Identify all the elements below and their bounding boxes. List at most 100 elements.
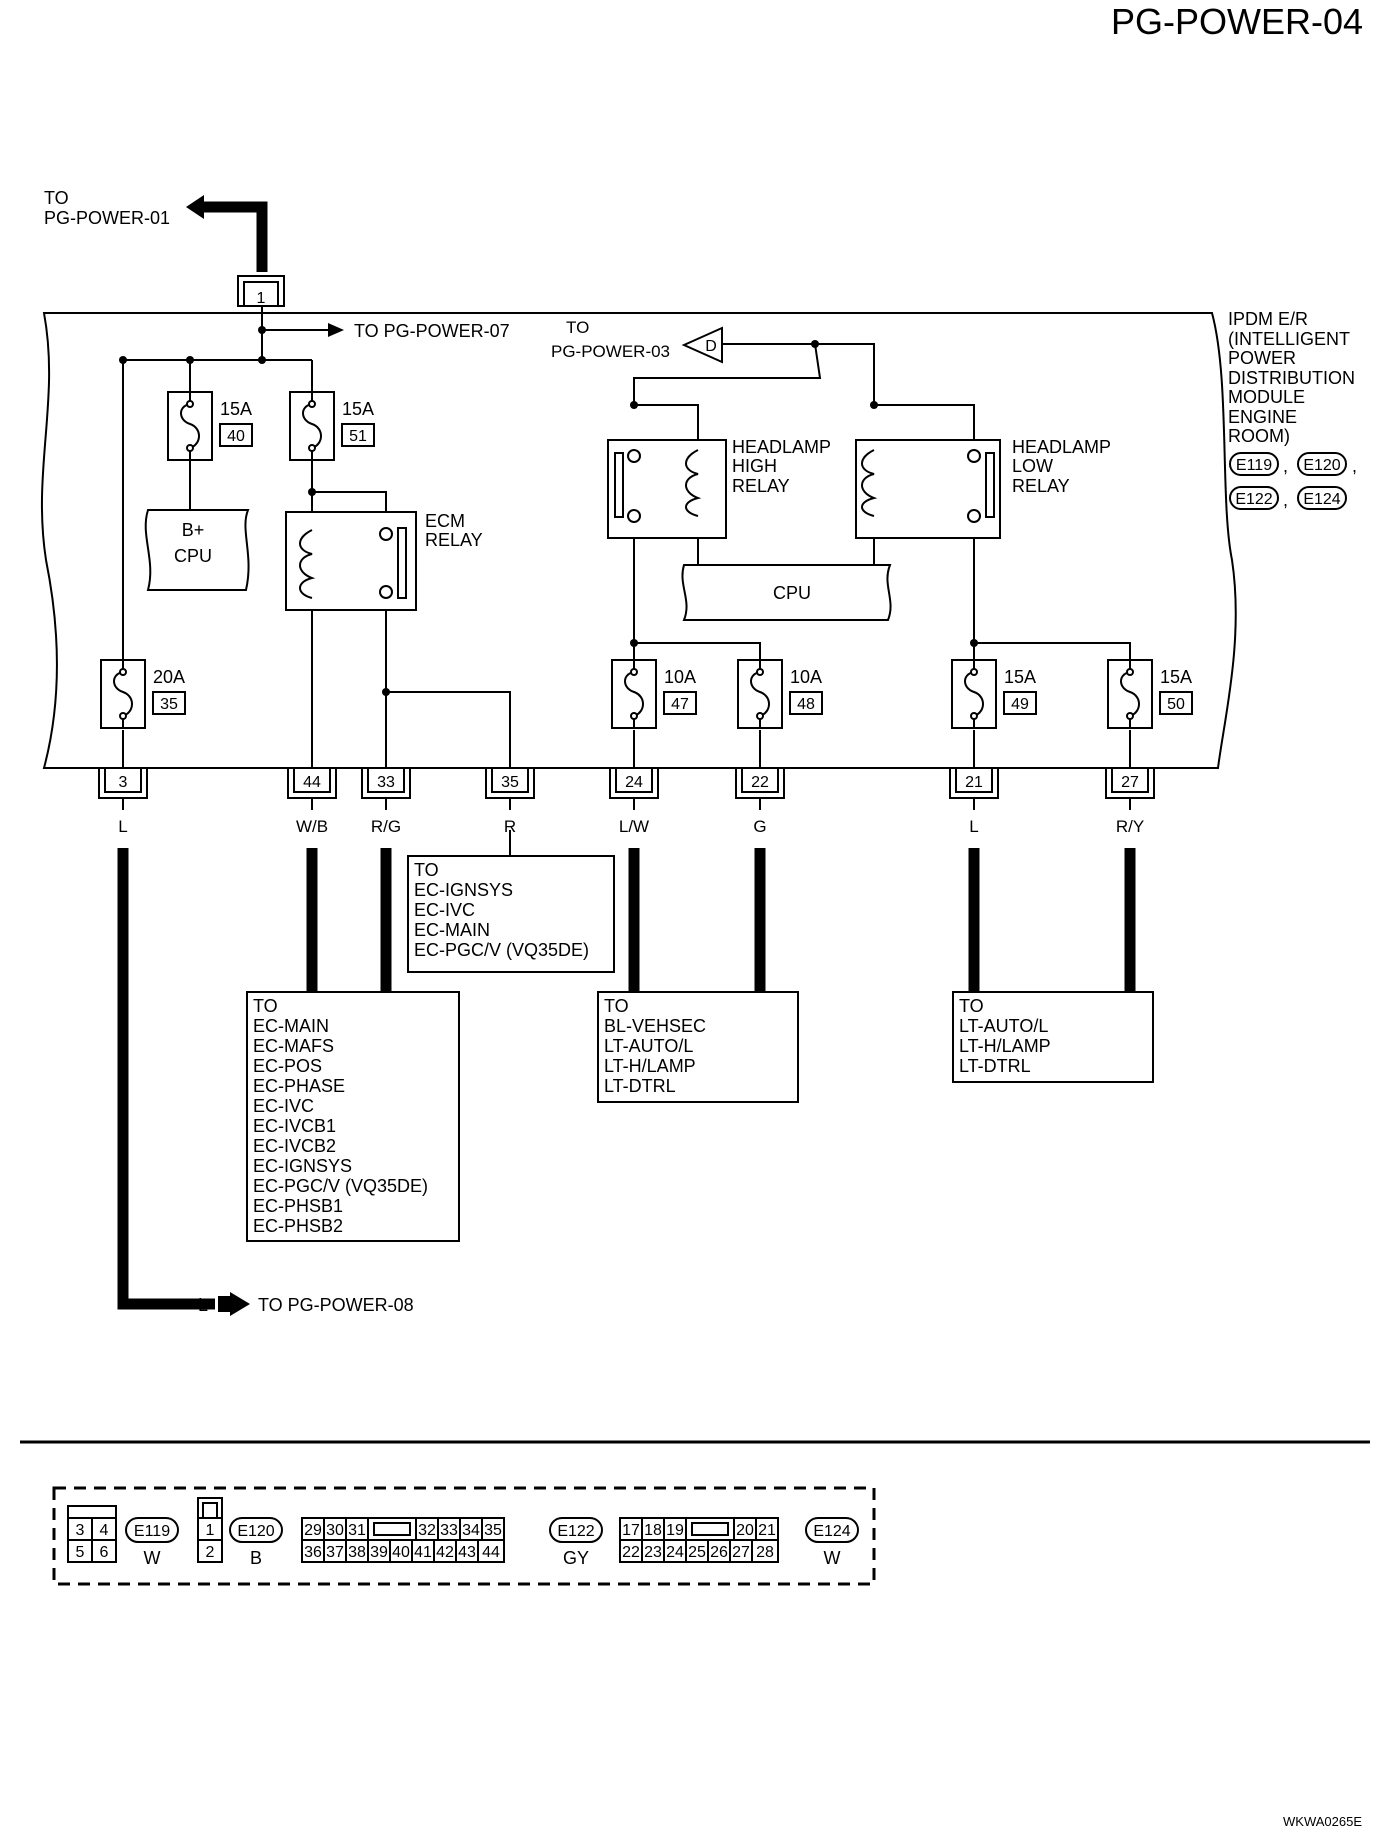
lt-box-line-4: LT-DTRL [959,1056,1031,1076]
ipdm-label-line-6: ENGINE [1228,407,1297,427]
ignsys-box-line-5: EC-PGC/V (VQ35DE) [414,940,589,960]
pin-35: 35 [484,1522,502,1539]
pin-39: 39 [370,1544,388,1561]
pin-1: 1 [206,1522,215,1539]
hl-high-line3: RELAY [732,476,790,496]
bl-box-line-1: TO [604,996,629,1016]
pin-44: 44 [482,1544,500,1561]
pin-24-connector: 24L/W [609,767,659,836]
hl-high-line1: HEADLAMP [732,437,831,457]
fuse-number: 48 [797,696,815,713]
connector-id: E124 [813,1523,850,1540]
pin-20: 20 [736,1522,754,1539]
connector-id: E122 [557,1523,594,1540]
ec-box-line-3: EC-MAFS [253,1036,334,1056]
bottom-wire-color: L [198,1295,208,1315]
pin-35-connector: 35R [485,767,535,836]
pin-38: 38 [348,1544,366,1561]
pin-3: 3 [76,1522,85,1539]
headlamp-high-relay: HEADLAMP HIGH RELAY [607,437,831,539]
ipdm-conn-e119: E119 [1236,457,1272,474]
pin-number: 44 [303,774,321,791]
ipdm-label-line-1: IPDM E/R [1228,309,1308,329]
svg-text:,: , [1283,456,1288,476]
fuse-amps: 15A [1004,667,1036,687]
cpu-block-right [681,564,892,621]
hl-high-line2: HIGH [732,456,777,476]
svg-text:,: , [1352,456,1357,476]
fuse-amps: 10A [664,667,696,687]
pin-6: 6 [100,1544,109,1561]
ec-box-line-7: EC-IVCB1 [253,1116,336,1136]
cpu-block-left [144,509,250,591]
ipdm-label-line-7: ROOM) [1228,426,1290,446]
power03-connector-flag [681,326,723,364]
ecm-relay-line1: ECM [425,511,465,531]
top-pin-label: 1 [257,290,266,307]
wire-color: G [753,817,766,836]
ignsys-box-line-2: EC-IGNSYS [414,880,513,900]
pin-29: 29 [304,1522,322,1539]
fuse-47: 10A 47 [611,659,697,729]
ec-box-line-8: EC-IVCB2 [253,1136,336,1156]
to-power01-line1: TO [44,188,69,208]
wire-color: R/Y [1116,817,1144,836]
pin-43: 43 [458,1544,476,1561]
pin-4: 4 [100,1522,109,1539]
svg-text:,: , [1283,490,1288,510]
fuse-amps: 15A [220,399,252,419]
pin-19: 19 [666,1522,684,1539]
bl-box-line-3: LT-AUTO/L [604,1036,693,1056]
to-power01-line2: PG-POWER-01 [44,208,170,228]
figure-code: WKWA0265E [1283,1814,1362,1829]
pin-22: 22 [622,1544,640,1561]
ignsys-box-line-4: EC-MAIN [414,920,490,940]
pin-number: 3 [119,774,128,791]
hl-low-line2: LOW [1012,456,1053,476]
fuse-amps: 15A [342,399,374,419]
fuse-number: 51 [349,428,367,445]
pin-number: 27 [1121,774,1139,791]
pin-25: 25 [688,1544,706,1561]
connector-color: B [250,1548,262,1568]
ec-box-line-10: EC-PGC/V (VQ35DE) [253,1176,428,1196]
wire-color: L [118,817,127,836]
bottom-to-label: TO PG-POWER-08 [258,1295,414,1315]
pin-number: 21 [965,774,983,791]
ipdm-label: IPDM E/R (INTELLIGENT POWER DISTRIBUTION… [1228,309,1355,446]
pin-number: 24 [625,774,643,791]
fuse-number: 49 [1011,696,1029,713]
pin-17: 17 [622,1522,640,1539]
ec-box-line-1: TO [253,996,278,1016]
bl-box-line-4: LT-H/LAMP [604,1056,696,1076]
fuse-51: 15A 51 [289,391,375,461]
fuse-amps: 15A [1160,667,1192,687]
pin-number: 22 [751,774,769,791]
ignsys-box-line-3: EC-IVC [414,900,475,920]
power03-connector-label: D [705,338,717,355]
pin-18: 18 [644,1522,662,1539]
internal-wiring [119,306,1131,772]
wire-color: R [504,817,516,836]
ipdm-conn-e122: E122 [1235,491,1272,508]
fuse-40: 15A 40 [167,391,253,461]
bl-box-line-2: BL-VEHSEC [604,1016,706,1036]
ecm-relay: ECM RELAY [285,511,483,611]
ec-box-line-4: EC-POS [253,1056,322,1076]
bl-box-line-5: LT-DTRL [604,1076,676,1096]
pin-33: 33 [440,1522,458,1539]
ignsys-box [407,855,615,973]
cpu-left-line2: CPU [174,546,212,566]
fuse-number: 40 [227,428,245,445]
pin-36: 36 [304,1544,322,1561]
cpu-right-label: CPU [773,583,811,603]
fuse-number: 47 [671,696,689,713]
hl-low-line1: HEADLAMP [1012,437,1111,457]
connector-color: GY [563,1548,589,1568]
ec-box-line-9: EC-IGNSYS [253,1156,352,1176]
pin-3-connector: 3L [98,767,148,836]
